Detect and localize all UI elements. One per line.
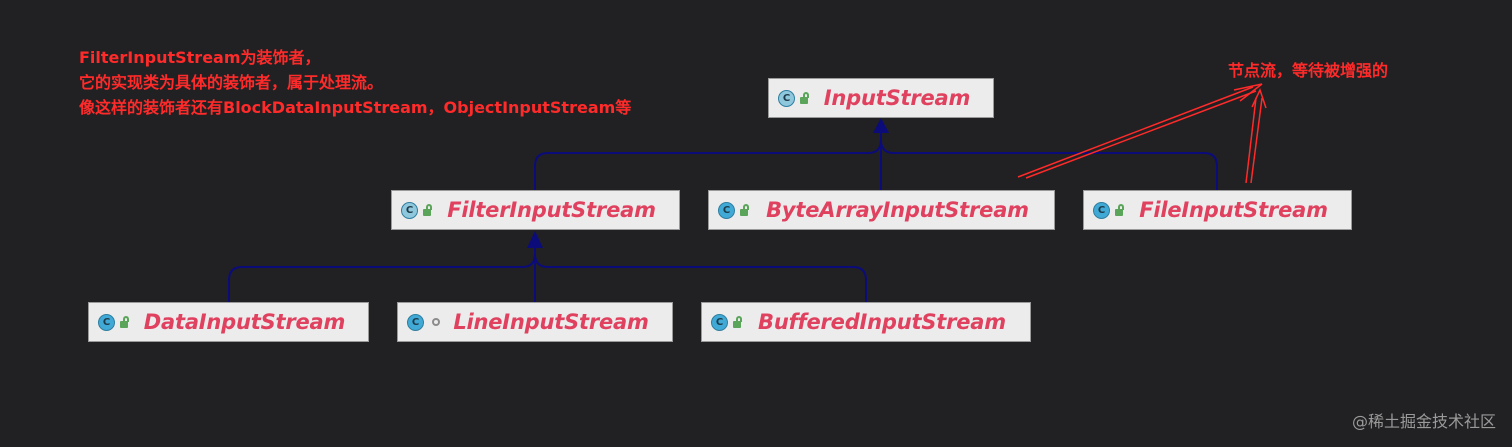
decorator-annotation-line-3: 像这样的装饰者还有BlockDataInputStream，ObjectInpu…	[79, 98, 632, 117]
lock-icon	[732, 316, 744, 328]
node-label-inputstream: InputStream	[823, 86, 971, 110]
arrow-file-to-note	[1245, 97, 1257, 184]
node-label-datainputstream: DataInputStream	[143, 310, 346, 334]
edge-bufferedinputstream-to-filterinputstream	[534, 245, 867, 302]
node-label-lineinputstream: LineInputStream	[453, 310, 649, 334]
node-datainputstream[interactable]: C DataInputStream	[88, 302, 369, 342]
lock-icon	[1114, 204, 1126, 216]
lock-icon	[119, 316, 131, 328]
inheritance-edges-inputstream	[534, 130, 1218, 190]
node-lineinputstream[interactable]: C LineInputStream	[397, 302, 673, 342]
class-icon: C	[711, 313, 728, 331]
class-icon: C	[1093, 201, 1110, 219]
class-icon: C	[98, 313, 115, 331]
arrowhead-file-note	[1251, 87, 1267, 109]
decorator-annotation-line-2: 它的实现类为具体的装饰者，属于处理流。	[79, 73, 384, 92]
annotation-arrows	[1017, 83, 1267, 184]
edge-fileinputstream-to-inputstream	[880, 130, 1218, 190]
node-stream-annotation: 节点流，等待被增强的	[1228, 61, 1389, 80]
arrow-bytearray-to-note-outline	[1025, 90, 1257, 179]
decorator-annotation-line-1: FilterInputStream为装饰者，	[79, 48, 321, 67]
class-icon: C	[401, 201, 418, 219]
lock-icon	[422, 204, 434, 216]
dot-icon	[432, 318, 440, 326]
inheritance-edges-filterinputstream	[228, 245, 867, 302]
arrowhead-bytearray-note	[1233, 83, 1263, 102]
lock-icon	[799, 92, 811, 104]
inheritance-arrowhead-filterinputstream	[527, 231, 543, 248]
node-bytearrayinputstream[interactable]: C ByteArrayInputStream	[708, 190, 1055, 230]
node-inputstream[interactable]: C InputStream	[768, 78, 994, 118]
arrow-file-to-note-outline	[1250, 97, 1263, 184]
node-filterinputstream[interactable]: C FilterInputStream	[391, 190, 680, 230]
watermark: @稀土掘金技术社区	[1351, 412, 1496, 431]
class-icon: C	[718, 201, 735, 219]
node-fileinputstream[interactable]: C FileInputStream	[1083, 190, 1352, 230]
node-label-filterinputstream: FilterInputStream	[447, 198, 656, 222]
decorator-annotation: FilterInputStream为装饰者， 它的实现类为具体的装饰者，属于处理…	[79, 45, 631, 120]
edge-filterinputstream-to-inputstream	[534, 130, 882, 190]
inheritance-arrowhead-inputstream	[873, 118, 889, 133]
node-bufferedinputstream[interactable]: C BufferedInputStream	[701, 302, 1031, 342]
node-label-bufferedinputstream: BufferedInputStream	[758, 310, 1006, 334]
node-label-fileinputstream: FileInputStream	[1139, 198, 1328, 222]
edge-datainputstream-to-filterinputstream	[228, 245, 536, 302]
node-label-bytearrayinputstream: ByteArrayInputStream	[766, 198, 1029, 222]
lock-icon	[739, 204, 751, 216]
class-icon: C	[407, 313, 424, 331]
arrow-bytearray-to-note	[1017, 86, 1254, 178]
class-icon: C	[778, 89, 795, 107]
